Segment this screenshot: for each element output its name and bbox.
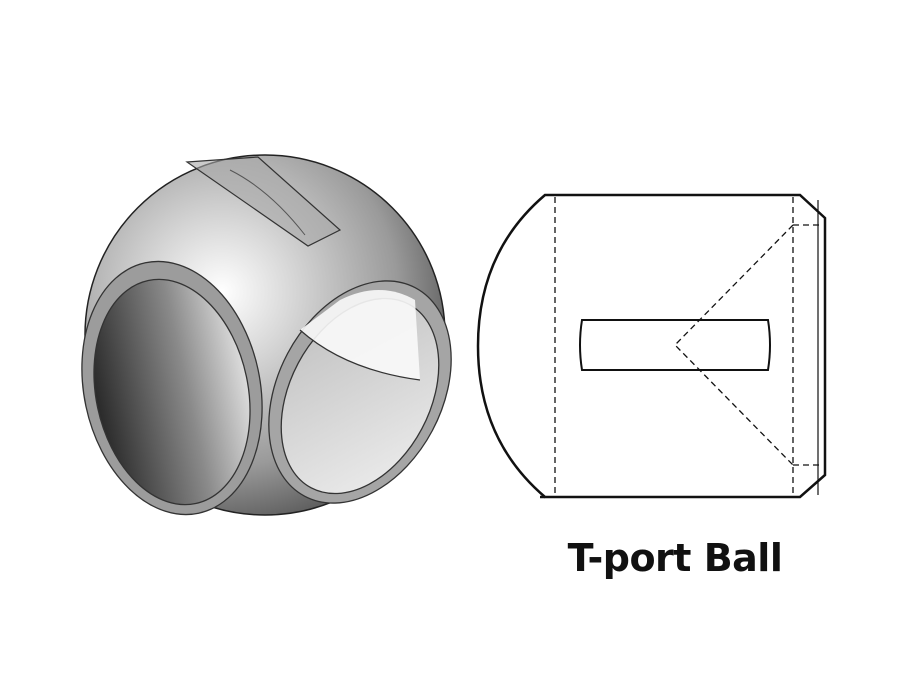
left-port — [81, 260, 263, 516]
through-opening — [300, 290, 420, 380]
ball-3d-view — [81, 154, 452, 516]
top-flat — [185, 156, 342, 247]
right-port — [268, 280, 452, 504]
top-flat-edge — [229, 169, 306, 236]
hidden-lines — [554, 197, 823, 495]
slot — [579, 319, 771, 371]
caption-title: T-port Ball — [567, 536, 783, 580]
outline — [476, 193, 827, 499]
ball-section-drawing — [476, 193, 827, 499]
